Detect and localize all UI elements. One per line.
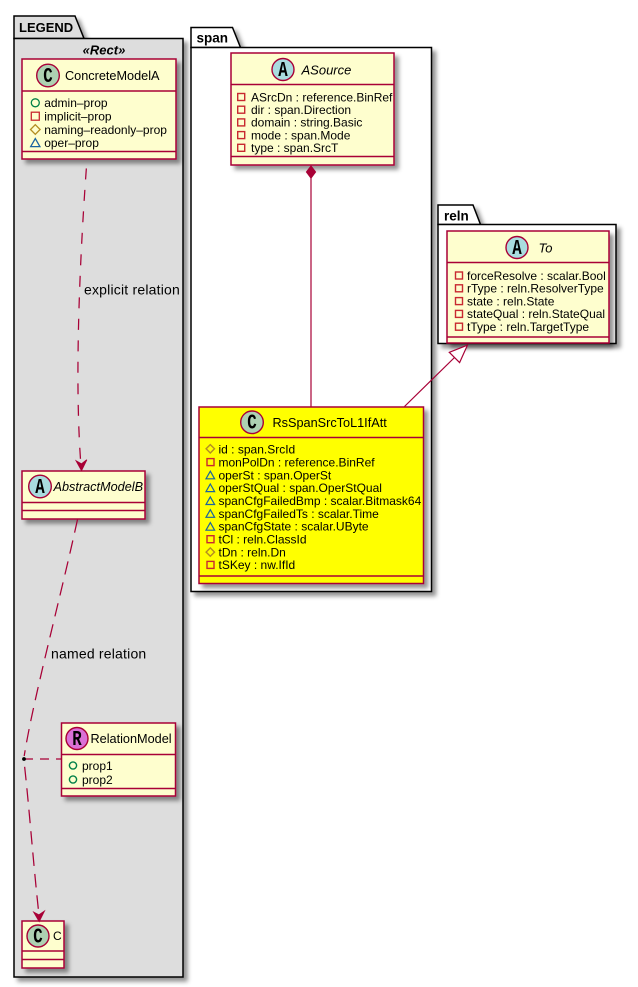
svg-text:reln: reln: [444, 208, 469, 223]
svg-text:type : span.SrcT: type : span.SrcT: [251, 141, 339, 155]
svg-text:spanCfgFailedTs : scalar.Time: spanCfgFailedTs : scalar.Time: [219, 507, 380, 521]
svg-text:R: R: [72, 728, 82, 752]
svg-text:implicit–prop: implicit–prop: [44, 109, 112, 123]
svg-text:RsSpanSrcToL1IfAtt: RsSpanSrcToL1IfAtt: [273, 416, 388, 430]
svg-text:operStQual : span.OperStQual: operStQual : span.OperStQual: [219, 481, 382, 495]
svg-text:ASource: ASource: [301, 63, 352, 78]
svg-text:spanCfgState : scalar.UByte: spanCfgState : scalar.UByte: [219, 520, 369, 534]
svg-text:oper–prop: oper–prop: [44, 136, 99, 150]
svg-text:state : reln.State: state : reln.State: [467, 294, 555, 308]
svg-text:domain : string.Basic: domain : string.Basic: [251, 116, 362, 130]
svg-text:operSt : span.OperSt: operSt : span.OperSt: [219, 468, 332, 482]
svg-text:span: span: [197, 31, 229, 46]
svg-text:«Rect»: «Rect»: [83, 42, 126, 57]
svg-text:spanCfgFailedBmp : scalar.Bitm: spanCfgFailedBmp : scalar.Bitmask64: [219, 494, 422, 508]
svg-text:prop2: prop2: [82, 773, 113, 787]
svg-text:tSKey : nw.IfId: tSKey : nw.IfId: [219, 558, 296, 572]
svg-text:prop1: prop1: [82, 759, 113, 773]
svg-text:ASrcDn : reference.BinRef: ASrcDn : reference.BinRef: [251, 90, 393, 104]
svg-text:A: A: [35, 476, 45, 500]
svg-text:dir : span.Direction: dir : span.Direction: [251, 103, 351, 117]
svg-text:C: C: [247, 412, 256, 436]
svg-text:admin–prop: admin–prop: [44, 96, 108, 110]
svg-text:forceResolve : scalar.Bool: forceResolve : scalar.Bool: [467, 269, 606, 283]
svg-text:rType : reln.ResolverType: rType : reln.ResolverType: [467, 282, 604, 296]
svg-text:tType : reln.TargetType: tType : reln.TargetType: [467, 320, 589, 334]
svg-text:C: C: [53, 929, 62, 943]
svg-text:A: A: [512, 237, 522, 261]
svg-text:To: To: [539, 241, 553, 256]
svg-text:naming–readonly–prop: naming–readonly–prop: [44, 123, 167, 137]
svg-text:explicit relation: explicit relation: [84, 282, 180, 298]
svg-text:mode : span.Mode: mode : span.Mode: [251, 128, 351, 142]
svg-text:A: A: [278, 59, 288, 83]
svg-text:stateQual : reln.StateQual: stateQual : reln.StateQual: [467, 307, 605, 321]
svg-text:AbstractModelB: AbstractModelB: [53, 480, 144, 494]
svg-text:monPolDn : reference.BinRef: monPolDn : reference.BinRef: [219, 455, 376, 469]
svg-text:tCl : reln.ClassId: tCl : reln.ClassId: [219, 533, 307, 547]
svg-text:ConcreteModelA: ConcreteModelA: [65, 69, 160, 83]
svg-text:id : span.SrcId: id : span.SrcId: [219, 443, 296, 457]
svg-text:RelationModel: RelationModel: [91, 732, 172, 746]
svg-text:LEGEND: LEGEND: [19, 20, 73, 35]
svg-text:C: C: [43, 65, 52, 89]
svg-text:C: C: [33, 926, 42, 950]
svg-text:named relation: named relation: [51, 646, 146, 662]
svg-text:tDn : reln.Dn: tDn : reln.Dn: [219, 545, 286, 559]
